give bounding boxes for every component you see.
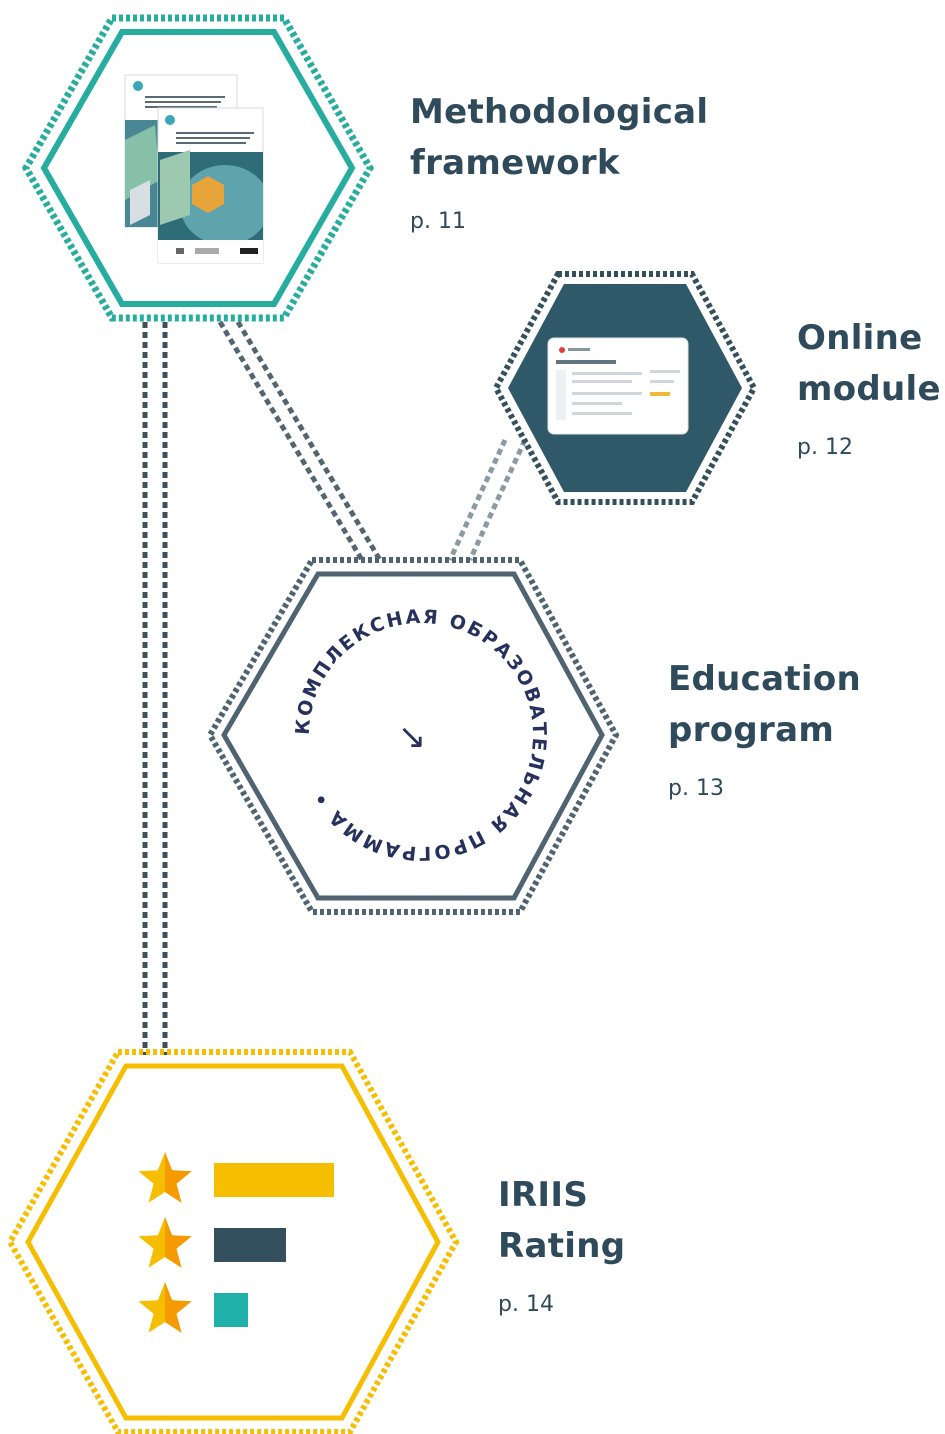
node-title: IRIIS Rating	[498, 1175, 626, 1266]
node-page-ref[interactable]: p. 13	[668, 776, 724, 801]
node-page-ref[interactable]: p. 11	[410, 209, 466, 234]
hexagon-education[interactable]: КОМПЛЕКСНАЯ ОБРАЗОВАТЕЛЬНАЯ ПРОГРАММА • …	[206, 557, 620, 915]
label-education: Education program p. 13	[668, 654, 861, 801]
hexagon-inner-solid	[221, 571, 605, 901]
rating-bar	[214, 1228, 286, 1262]
star-shade	[165, 1152, 192, 1203]
hexagon-methodology[interactable]	[21, 14, 375, 322]
laptop-screen-icon	[547, 337, 689, 435]
star-shade	[165, 1282, 192, 1333]
hexagon-rating[interactable]	[6, 1049, 460, 1434]
connector-methodology-rating	[142, 322, 168, 1055]
label-rating: IRIIS Rating p. 14	[498, 1170, 625, 1317]
node-title: Education program	[668, 659, 862, 750]
connector-online-education	[447, 438, 528, 562]
connector-methodology-education	[217, 320, 383, 562]
label-online: Online module p. 12	[797, 313, 941, 460]
node-page-ref[interactable]: p. 14	[498, 1292, 554, 1317]
document-cover-front	[157, 107, 264, 264]
hexagon-outer-dotted	[492, 271, 758, 505]
hexagon-outer-dotted	[21, 14, 375, 322]
rating-bar	[214, 1293, 248, 1327]
label-methodology: Methodological framework p. 11	[410, 87, 708, 234]
hexagon-outer-dotted	[6, 1049, 460, 1434]
document-cover-icon	[124, 74, 264, 264]
hexagon-online[interactable]	[492, 271, 758, 505]
node-title: Methodological framework	[410, 92, 709, 183]
rating-bar	[214, 1163, 334, 1197]
star-shade	[165, 1217, 192, 1268]
arrow-icon: ↘	[398, 717, 427, 757]
node-page-ref[interactable]: p. 12	[797, 435, 853, 460]
star-rating-icon	[138, 1152, 334, 1333]
node-title: Online module	[797, 318, 941, 409]
